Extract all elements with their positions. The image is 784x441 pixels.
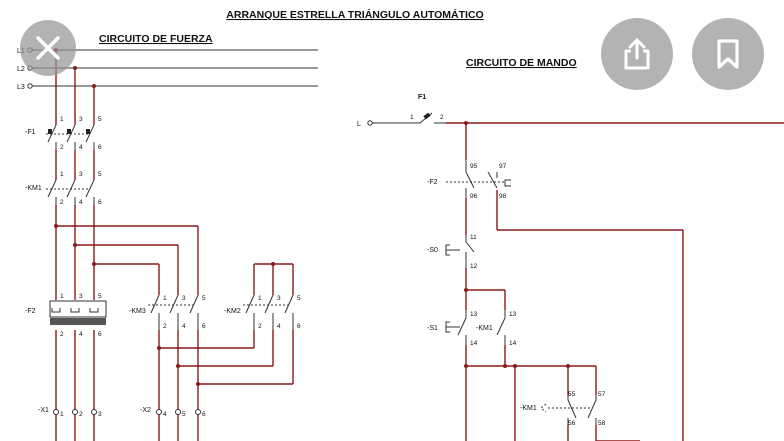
svg-text:1: 1 [60, 171, 64, 178]
power-contactor-km2: -KM2 1 3 5 2 4 6 [224, 294, 301, 330]
share-button[interactable] [601, 18, 673, 90]
power-km3-label: -KM3 [129, 308, 146, 315]
svg-text:4: 4 [163, 411, 167, 418]
svg-text:3: 3 [98, 411, 102, 418]
svg-text:5: 5 [202, 295, 206, 302]
power-fuse-f1: -F1 1 3 5 2 4 6 [25, 116, 102, 151]
power-contactor-km3: -KM3 1 3 5 2 4 6 [129, 294, 206, 330]
power-km1-label: -KM1 [25, 185, 42, 192]
svg-text:2: 2 [79, 411, 83, 418]
control-s0-label: -S0 [427, 247, 438, 254]
svg-text:13: 13 [509, 311, 517, 318]
svg-text:5: 5 [297, 295, 301, 302]
svg-text:13: 13 [470, 311, 478, 318]
svg-text:14: 14 [470, 340, 478, 347]
control-km1-aux-label: -KM1 [476, 325, 493, 332]
share-icon [624, 38, 650, 70]
svg-text:97: 97 [499, 163, 507, 170]
svg-text:2: 2 [60, 199, 64, 206]
svg-text:56: 56 [568, 420, 576, 427]
control-km1-aux: -KM1 13 14 [476, 310, 517, 347]
svg-text:96: 96 [470, 193, 478, 200]
svg-text:2: 2 [60, 331, 64, 338]
svg-text:1: 1 [60, 293, 64, 300]
control-circuit-heading: CIRCUITO DE MANDO [466, 57, 577, 69]
motor-terminals: -X1 -X2 1 2 3 4 5 6 [38, 407, 206, 418]
svg-text:5: 5 [98, 171, 102, 178]
power-circuit-heading: CIRCUITO DE FUERZA [99, 33, 213, 45]
svg-text:6: 6 [297, 323, 301, 330]
svg-text:4: 4 [79, 199, 83, 206]
control-fuse-label: F1 [418, 94, 426, 101]
power-wires [54, 50, 294, 441]
control-km1-timer-label: -KM1 [520, 405, 537, 412]
close-icon [36, 36, 60, 60]
svg-text:6: 6 [98, 144, 102, 151]
control-stop-s0: -S0 11 12 [427, 234, 478, 270]
svg-text:3: 3 [277, 295, 281, 302]
svg-text:3: 3 [79, 171, 83, 178]
close-button[interactable] [20, 20, 76, 76]
svg-text:57: 57 [598, 391, 606, 398]
svg-text:1: 1 [163, 295, 167, 302]
svg-text:6: 6 [98, 331, 102, 338]
control-km1-timer: -KM1 55 56 57 58 [520, 391, 606, 427]
control-supply: L F1 1 2 [357, 94, 784, 128]
motor-x1-label: -X1 [38, 407, 49, 414]
control-f2-label: -F2 [427, 179, 438, 186]
svg-text:4: 4 [277, 323, 281, 330]
svg-text:3: 3 [182, 295, 186, 302]
phase-l2-label: L2 [17, 66, 25, 73]
svg-text:1: 1 [258, 295, 262, 302]
svg-text:5: 5 [98, 116, 102, 123]
svg-text:58: 58 [598, 420, 606, 427]
svg-text:2: 2 [60, 144, 64, 151]
power-contactor-km1: -KM1 1 3 5 2 4 6 [25, 171, 102, 206]
power-f2-label: -F2 [25, 308, 36, 315]
svg-text:12: 12 [470, 263, 478, 270]
svg-text:6: 6 [202, 323, 206, 330]
neutral-label: L [357, 121, 361, 128]
svg-text:3: 3 [79, 293, 83, 300]
control-wires [464, 123, 684, 441]
svg-text:6: 6 [202, 411, 206, 418]
svg-text:2: 2 [440, 114, 444, 121]
power-km2-label: -KM2 [224, 308, 241, 315]
bookmark-button[interactable] [692, 18, 764, 90]
svg-text:2: 2 [163, 323, 167, 330]
svg-text:4: 4 [79, 144, 83, 151]
power-f1-label: -F1 [25, 129, 36, 136]
control-s1-label: -S1 [427, 325, 438, 332]
motor-x2-label: -X2 [140, 407, 151, 414]
svg-text:1: 1 [60, 116, 64, 123]
svg-text:95: 95 [470, 163, 478, 170]
phase-l3-label: L3 [17, 84, 25, 91]
svg-text:5: 5 [182, 411, 186, 418]
svg-text:2: 2 [258, 323, 262, 330]
diagram-title: ARRANQUE ESTRELLA TRIÁNGULO AUTOMÁTICO [226, 8, 483, 21]
svg-text:6: 6 [98, 199, 102, 206]
power-thermal-f2: -F2 1 3 5 2 4 6 [25, 293, 107, 338]
svg-text:98: 98 [499, 193, 507, 200]
svg-text:5: 5 [98, 293, 102, 300]
svg-text:4: 4 [79, 331, 83, 338]
svg-text:11: 11 [470, 234, 477, 241]
svg-text:14: 14 [509, 340, 517, 347]
svg-text:4: 4 [182, 323, 186, 330]
bookmark-icon [717, 39, 739, 69]
svg-text:3: 3 [79, 116, 83, 123]
svg-text:55: 55 [568, 391, 576, 398]
svg-text:1: 1 [410, 114, 414, 121]
control-thermal-f2: -F2 95 96 97 98 [427, 160, 511, 200]
svg-text:1: 1 [60, 411, 64, 418]
control-start-s1: -S1 13 14 [427, 310, 478, 347]
